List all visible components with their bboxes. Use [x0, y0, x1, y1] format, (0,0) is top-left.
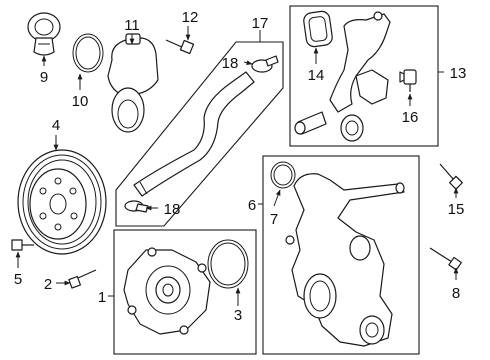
callout-18-lower: 18: [164, 201, 181, 218]
callout-labels: 1 2 3 4 5 6 7 8 9 10 11 12 13 14 15 16 1…: [14, 9, 467, 324]
group-box-outlet-housing: [289, 5, 439, 147]
leader-lines: [15, 26, 459, 306]
hose-clamp-lower: [124, 200, 149, 213]
callout-16: 16: [402, 109, 419, 126]
group-box-thermostat-housing: [262, 155, 420, 355]
callout-6: 6: [248, 197, 256, 214]
callout-4: 4: [52, 117, 60, 134]
callout-14: 14: [308, 67, 325, 84]
callout-18-upper: 18: [222, 55, 239, 72]
water-pump: [123, 247, 211, 335]
group-box-water-pump: [113, 229, 257, 355]
callout-13: 13: [450, 65, 467, 82]
thermostat-housing-seal: [270, 161, 296, 189]
callout-11: 11: [124, 17, 140, 34]
thermostat-housing: [107, 33, 159, 133]
temperature-sensor: [399, 69, 417, 92]
housing-bolt: [165, 39, 195, 55]
bypass-hose: [133, 71, 255, 197]
water-pump-pulley: [17, 149, 107, 255]
callout-2: 2: [44, 276, 52, 293]
callout-5: 5: [14, 271, 22, 288]
water-pump-gasket: [207, 239, 249, 289]
stud-lower: [429, 247, 462, 271]
outlet-gasket: [303, 10, 333, 48]
thermostat-seal: [72, 33, 104, 73]
stud-upper: [439, 163, 463, 190]
thermostat: [27, 12, 61, 56]
group-box-bypass-hose: [115, 41, 284, 227]
callout-8: 8: [452, 285, 460, 302]
pulley-bolt: [11, 239, 34, 251]
callout-10: 10: [72, 93, 89, 110]
callout-9: 9: [40, 69, 48, 86]
hose-clamp-upper: [251, 55, 279, 73]
callout-15: 15: [448, 201, 465, 218]
callout-12: 12: [182, 9, 199, 26]
callout-3: 3: [234, 307, 242, 324]
callout-1: 1: [98, 289, 106, 306]
callout-17: 17: [252, 15, 269, 32]
coolant-outlet-housing: [294, 11, 391, 142]
callout-7: 7: [270, 211, 278, 228]
thermostat-housing-assembly: [285, 173, 405, 347]
pump-bolt: [68, 269, 97, 289]
